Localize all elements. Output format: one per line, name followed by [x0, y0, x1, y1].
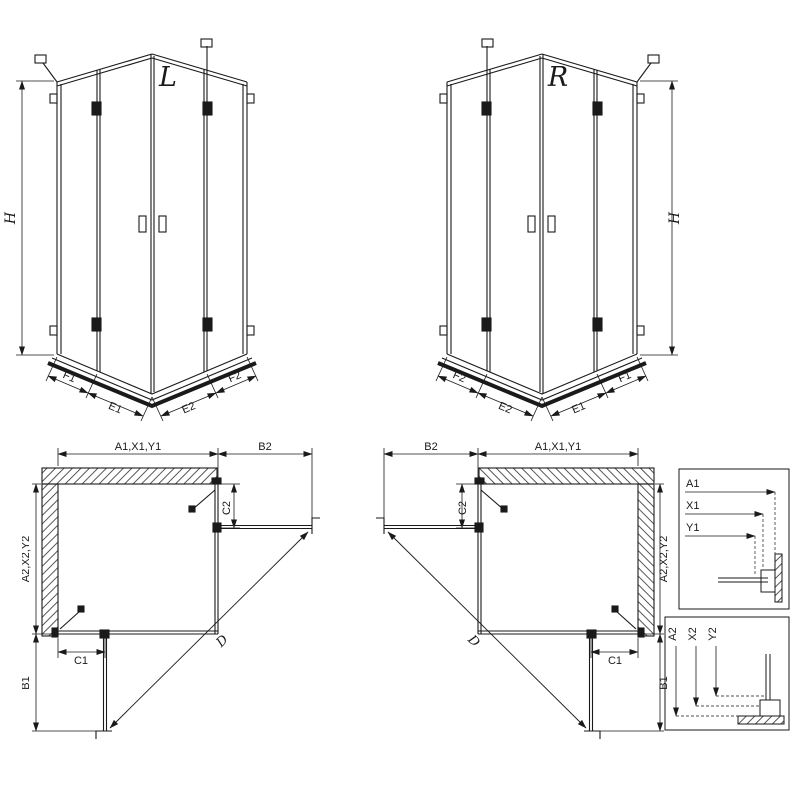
- iso-view-right: R H F2 E2 E1 F1: [392, 2, 683, 432]
- dim-label-e1: E1: [107, 400, 124, 416]
- variant-label-right: R: [547, 62, 568, 93]
- dim-label-f2: F2: [227, 369, 244, 385]
- dim-label-a2x2y2: A2,X2,Y2: [22, 536, 32, 582]
- dim-label-b2: B2: [424, 441, 437, 453]
- dim-label-c1: C1: [74, 655, 88, 667]
- dim-label-a1x1y1: A1,X1,Y1: [115, 441, 161, 453]
- dim-label-f1: F1: [61, 369, 78, 385]
- dim-label-b2: B2: [258, 441, 271, 453]
- plan-view-right: B2 A1,X1,Y1 C2 A2,X2,Y2 B1 C1 D: [344, 441, 670, 793]
- variant-label-left: L: [158, 62, 177, 93]
- plan-graphic-mirrored: [376, 448, 664, 739]
- detail-label-y1: Y1: [686, 522, 699, 534]
- dim-label-a2x2y2: A2,X2,Y2: [658, 536, 670, 582]
- detail-box-vertical: A2 X2 Y2: [664, 616, 790, 731]
- detail-label-a1: A1: [686, 478, 699, 490]
- dim-label-e1: E1: [570, 400, 587, 416]
- dim-label-c1: C1: [608, 655, 622, 667]
- plan-graphic: [32, 448, 320, 739]
- dim-label-h: H: [3, 211, 19, 225]
- dim-label-b1: B1: [22, 676, 32, 689]
- detail-label-x1: X1: [686, 500, 699, 512]
- iso-graphic-mirrored: [436, 39, 678, 421]
- plan-view-left: A1,X1,Y1 B2 C2 A2,X2,Y2 B1 C1 D: [22, 441, 352, 793]
- dim-label-f2: F2: [451, 369, 468, 385]
- iso-graphic: [16, 39, 258, 421]
- dim-label-f1: F1: [617, 369, 634, 385]
- iso-view-left: L H F1 E1 E2 F2: [3, 2, 302, 432]
- dim-label-d: D: [213, 632, 232, 651]
- dim-label-d: D: [464, 632, 483, 651]
- dim-label-e2: E2: [497, 400, 514, 416]
- detail-box-horizontal: A1 X1 Y1: [678, 468, 790, 610]
- dim-label-b1: B1: [658, 676, 670, 689]
- detail-label-y2: Y2: [707, 627, 719, 640]
- detail-label-x2: X2: [687, 627, 699, 640]
- dim-label-e2: E2: [180, 400, 197, 416]
- dim-label-h: H: [667, 211, 683, 225]
- dim-label-c2: C2: [457, 501, 469, 515]
- detail-label-a2: A2: [667, 627, 679, 640]
- dim-label-c2: C2: [221, 501, 233, 515]
- dim-label-a1x1y1: A1,X1,Y1: [535, 441, 581, 453]
